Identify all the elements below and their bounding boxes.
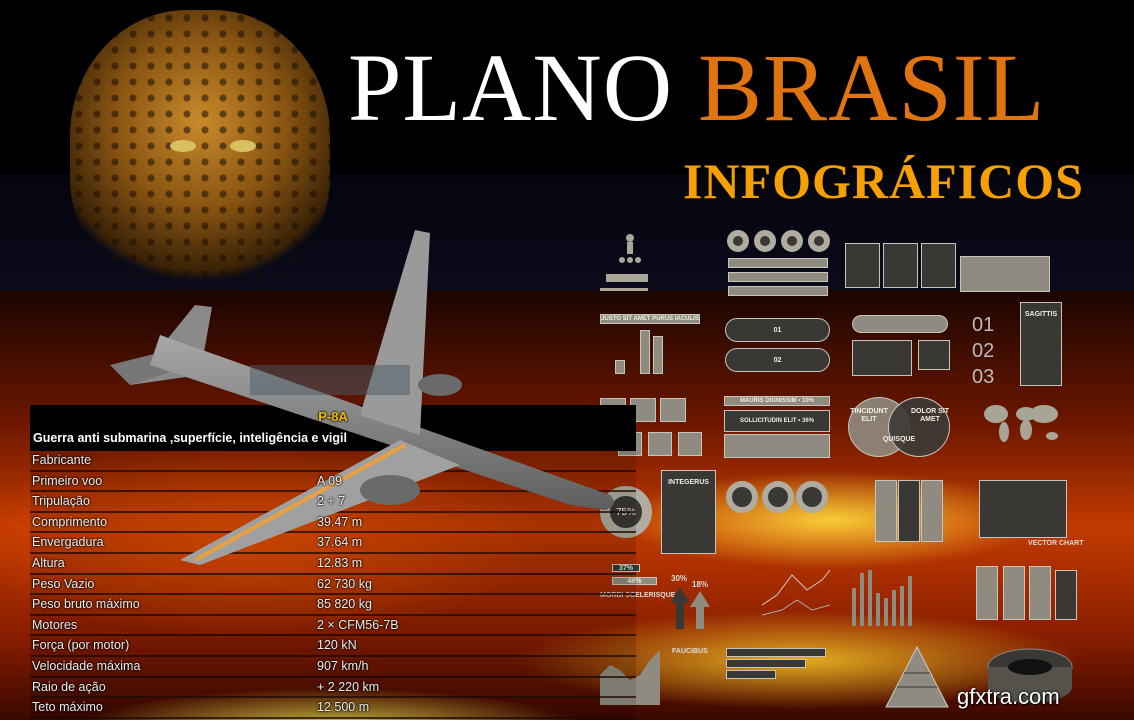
bar-chart-icon [852, 570, 912, 626]
bar-b: 48% [612, 577, 657, 585]
infographic-label: MAURIS DIGNISSIM • 10% [724, 396, 830, 406]
ring-3d-icon [987, 648, 1073, 703]
p8a-aircraft-image [110, 230, 614, 565]
infographic-label: MORBI SCELERISQUE [600, 592, 676, 599]
option-01: 01 [773, 326, 782, 334]
spec-label: Primeiro voo [32, 473, 103, 488]
spec-label: Teto máximo [32, 700, 103, 715]
spec-value: 12 500 m [317, 700, 370, 715]
table-row: Velocidade máxima 907 km/h [30, 656, 636, 678]
spec-label: Envergadura [32, 535, 104, 550]
infographic-label: FAUCIBUS [672, 648, 708, 655]
venn-right-label: DOLOR SIT AMET [910, 408, 950, 423]
area-chart-icon [600, 650, 660, 705]
table-row: Envergadura 37.64 m [30, 533, 636, 554]
watermark: gfxtra.com [957, 684, 1060, 709]
arrows-up-icon [670, 587, 710, 629]
aircraft-name: P-8A [318, 409, 348, 424]
spec-value: A 09 [317, 473, 343, 488]
table-row: Raio de ação + 2 220 km [30, 677, 636, 699]
spec-label: Fabricante [32, 453, 92, 467]
jaguar-image [70, 10, 330, 290]
spec-value: 37.64 m [317, 535, 363, 550]
table-row: Altura 12.83 m [30, 553, 636, 575]
spec-value: 39.47 m [317, 514, 363, 529]
spec-value: 85 820 kg [317, 597, 372, 612]
option-02: 02 [773, 356, 782, 364]
world-map-icon [982, 402, 1060, 444]
spec-value: 907 km/h [317, 658, 369, 673]
table-row: Motores 2 × CFM56-7B [30, 615, 636, 637]
spec-label: Comprimento [32, 514, 108, 529]
spec-value: 2 × CFM56-7B [317, 617, 399, 632]
table-row: Teto máximo 12 500 m [30, 698, 636, 719]
venn-right [888, 397, 950, 457]
page-title: PLANO BRASIL [348, 40, 1045, 136]
table-row: Força (por motor) 120 kN [30, 636, 636, 657]
venn-center-label: QUISQUE [882, 436, 916, 443]
spec-label: Motores [32, 617, 78, 632]
infographic-label: SAGITTIS [1020, 302, 1062, 386]
mission-description: Guerra anti submarina ,superfície, intel… [33, 431, 347, 445]
venn-left-label: TINCIDUNT ELIT [850, 408, 888, 423]
page-subtitle: INFOGRÁFICOS [683, 153, 1084, 209]
arrow-1-percent: 30% [671, 574, 688, 583]
spec-label: Tripulação [32, 494, 90, 509]
spec-label: Raio de ação [32, 679, 106, 694]
spec-value: 12.83 m [317, 555, 363, 570]
table-row: Peso Vazio 62 730 kg [30, 574, 636, 596]
line-chart-icon [762, 569, 831, 616]
table-row: Peso bruto máximo 85 820 kg [30, 595, 636, 616]
infographic-label: VECTOR CHART [1028, 540, 1084, 547]
title-plano: PLANO [348, 34, 674, 141]
spec-value: 62 730 kg [317, 576, 372, 591]
spec-value: + 2 220 km [317, 679, 380, 694]
spec-label: Força (por motor) [32, 638, 130, 653]
title-brasil: BRASIL [698, 34, 1046, 141]
spec-value: 120 kN [317, 638, 357, 653]
people-pyramid-icon [598, 230, 648, 294]
arrow-2-percent: 18% [692, 580, 709, 589]
infographic-label: SOLLICITUDIN ELIT • 36% [724, 410, 830, 432]
spec-label: Velocidade máxima [32, 658, 141, 673]
infographic-label: JUSTO SIT AMET PURUS IACULIS [600, 314, 700, 324]
spec-label: Altura [32, 555, 65, 570]
bar-a: 37% [612, 564, 640, 572]
infographic-label: INTEGERUS [661, 470, 716, 554]
table-row: Comprimento 39.47 m [30, 512, 636, 534]
spec-value: 2 + 7 [317, 494, 346, 509]
pyramid-icon [885, 645, 949, 708]
spec-label: Peso bruto máximo [32, 597, 140, 612]
spec-label: Peso Vazio [32, 576, 95, 591]
specs-table: P-8A Guerra anti submarina ,superfície, … [30, 405, 636, 720]
